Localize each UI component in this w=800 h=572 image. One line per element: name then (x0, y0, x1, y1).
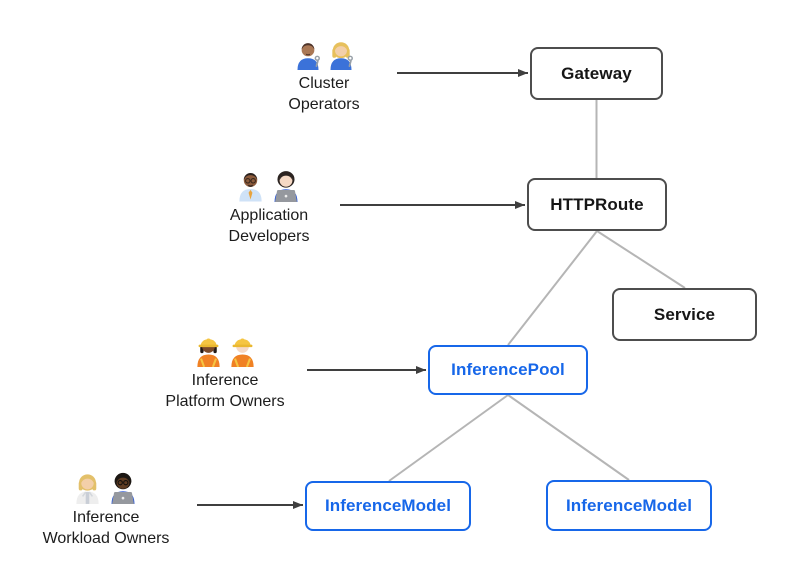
cluster-operators-emoji-pair (293, 37, 356, 70)
woman-mechanic-emoji-icon (329, 42, 353, 70)
edge-inferencepool-inferencemodel-right (507, 394, 630, 481)
inference-workload-owners-emoji-pair (72, 468, 140, 504)
persona-inference-workload-owners: Inference Workload Owners (18, 468, 194, 549)
label-line: Platform Owners (165, 393, 285, 410)
label-line: Cluster (298, 75, 350, 92)
node-inference-model-right: InferenceModel (546, 480, 712, 531)
persona-label-inference-platform-owners: Inference Platform Owners (165, 370, 284, 412)
label-line: Application (229, 207, 309, 224)
node-gateway-label: Gateway (561, 63, 632, 83)
man-office-worker-emoji-icon (239, 173, 262, 202)
node-inference-pool-label: InferencePool (451, 360, 565, 379)
node-inference-model-right-label: InferenceModel (565, 495, 693, 515)
persona-inference-platform-owners: Inference Platform Owners (137, 332, 313, 412)
label-line: Inference (72, 509, 140, 526)
node-inference-model-left: InferenceModel (305, 481, 471, 531)
persona-label-cluster-operators: Cluster Operators (288, 73, 359, 115)
edge-inferencepool-inferencemodel-left (388, 394, 509, 482)
label-line: Operators (288, 96, 360, 113)
edge-httproute-service (596, 230, 686, 289)
node-httproute: HTTPRoute (527, 178, 667, 231)
persona-label-inference-workload-owners: Inference Workload Owners (43, 507, 170, 549)
node-service: Service (612, 288, 757, 341)
persona-label-application-developers: Application Developers (229, 205, 310, 247)
edge-httproute-inferencepool (507, 230, 598, 346)
label-line: Inference (191, 372, 259, 389)
woman-construction-worker-emoji-icon (196, 338, 220, 367)
persona-cluster-operators: Cluster Operators (236, 37, 412, 115)
node-inference-model-left-label: InferenceModel (324, 496, 452, 515)
inference-platform-owners-emoji-pair (193, 332, 258, 367)
scientist-emoji-icon (76, 474, 99, 504)
man-construction-worker-emoji-icon (230, 338, 254, 367)
label-line: Workload Owners (42, 530, 170, 547)
node-httproute-label: HTTPRoute (550, 194, 644, 214)
dark-skin-technologist-emoji-icon (111, 472, 135, 504)
node-gateway: Gateway (530, 47, 663, 100)
woman-technologist-emoji-icon (274, 171, 298, 202)
label-line: Developers (228, 228, 310, 245)
node-service-label: Service (653, 304, 716, 324)
node-inference-pool: InferencePool (428, 345, 588, 395)
man-mechanic-emoji-icon (296, 43, 320, 70)
application-developers-emoji-pair (235, 166, 303, 202)
persona-application-developers: Application Developers (181, 166, 357, 247)
